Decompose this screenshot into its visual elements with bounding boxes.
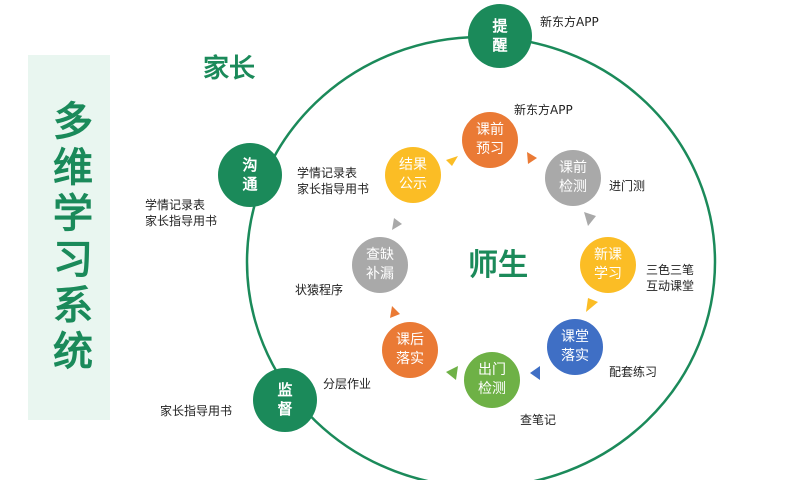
inner-node-preview[interactable]: 课前预习	[462, 112, 518, 168]
node-label: 课前预习	[476, 122, 504, 157]
note-communicate: 学情记录表家长指导用书	[145, 197, 217, 229]
outer-node-supervise[interactable]: 监督	[253, 368, 317, 432]
node-label: 出门检测	[478, 362, 506, 397]
node-label: 课前检测	[559, 160, 587, 195]
note-supervise: 家长指导用书	[160, 404, 233, 418]
note-preview: 新东方APP	[514, 103, 573, 117]
node-label: 沟通	[242, 156, 258, 193]
arrow-icon	[584, 212, 596, 226]
node-label: 课堂落实	[561, 329, 589, 364]
note-class-practice: 配套练习	[609, 365, 658, 379]
system-title-panel: 多维学习系统	[28, 55, 110, 420]
note-pretest: 进门测	[609, 179, 646, 193]
inner-node-fill-gaps[interactable]: 查缺补漏	[352, 237, 408, 293]
note-fill-gaps: 状猿程序	[295, 283, 344, 297]
inner-node-after-class[interactable]: 课后落实	[382, 322, 438, 378]
note-line: 家长指导用书	[145, 214, 218, 228]
arrow-icon	[446, 156, 458, 166]
node-label: 提醒	[492, 17, 508, 54]
inner-node-new-lesson[interactable]: 新课学习	[580, 237, 636, 293]
node-label: 监督	[277, 381, 293, 418]
inner-node-exit-test[interactable]: 出门检测	[464, 352, 520, 408]
note-line: 家长指导用书	[297, 182, 370, 196]
arrow-icon	[530, 366, 540, 380]
inner-node-results[interactable]: 结果公示	[385, 147, 441, 203]
arrow-icon	[390, 306, 400, 318]
note-line: 学情记录表	[297, 166, 358, 180]
system-title: 多维学习系统	[46, 99, 92, 376]
node-label: 新课学习	[594, 247, 622, 282]
note-new-lesson: 三色三笔互动课堂	[646, 262, 694, 294]
arrow-icon	[446, 366, 458, 380]
outer-node-communicate[interactable]: 沟通	[218, 143, 282, 207]
note-after-class: 分层作业	[323, 377, 372, 391]
node-label: 查缺补漏	[366, 247, 394, 282]
center-title: 师生	[468, 248, 528, 283]
note-line: 互动课堂	[646, 279, 695, 293]
arrow-icon	[586, 298, 598, 312]
note-line: 学情记录表	[145, 198, 206, 212]
note-remind: 新东方APP	[540, 15, 599, 29]
note-results: 学情记录表家长指导用书	[297, 165, 369, 197]
arrow-icon	[392, 218, 402, 230]
arrow-icon	[527, 152, 537, 164]
cycle-arrows	[390, 152, 598, 380]
note-line: 三色三笔	[646, 263, 695, 277]
note-exit-test: 查笔记	[520, 413, 557, 427]
inner-node-pretest[interactable]: 课前检测	[545, 150, 601, 206]
inner-node-class-practice[interactable]: 课堂落实	[547, 319, 603, 375]
node-label: 课后落实	[396, 332, 424, 367]
node-label: 结果公示	[399, 157, 427, 192]
outer-node-remind[interactable]: 提醒	[468, 4, 532, 68]
parent-title: 家长	[203, 54, 256, 84]
